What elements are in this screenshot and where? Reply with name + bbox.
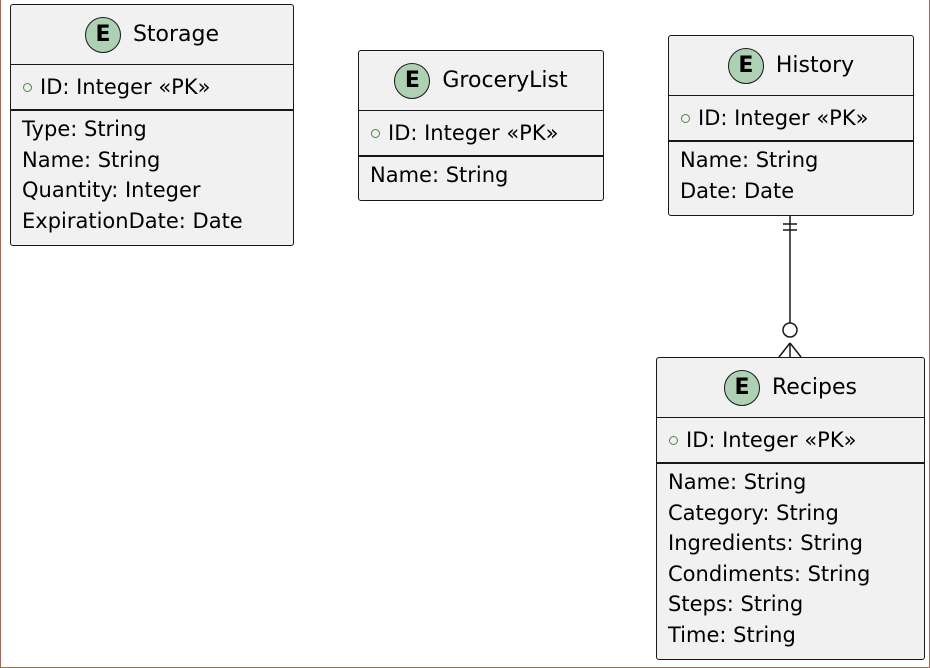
entity-recipes[interactable]: E Recipes ID: Integer «PK» Name: String …: [656, 357, 925, 660]
entity-title: Storage: [132, 22, 220, 47]
attribute: Category: String: [668, 500, 839, 525]
attribute: Time: String: [668, 622, 796, 647]
attribute: Name: String: [22, 147, 161, 172]
attribute-list: Type: String Name: String Quantity: Inte…: [11, 111, 293, 236]
primary-key-label: ID: Integer «PK»: [388, 121, 559, 145]
attribute: Type: String: [22, 117, 147, 141]
attribute-list: Name: String Category: String Ingredient…: [657, 464, 924, 650]
entity-header: E Storage: [11, 5, 293, 65]
zero-cardinality-circle: [782, 322, 798, 338]
attribute: Name: String: [370, 163, 509, 187]
attribute: Quantity: Integer: [22, 178, 201, 202]
entity-title: History: [775, 53, 855, 78]
entity-history[interactable]: E History ID: Integer «PK» Name: String …: [668, 35, 914, 216]
attribute: Name: String: [668, 470, 807, 494]
entity-grocerylist[interactable]: E GroceryList ID: Integer «PK» Name: Str…: [358, 50, 604, 201]
entity-title: GroceryList: [442, 68, 568, 93]
primary-key-row: ID: Integer «PK»: [657, 418, 924, 464]
primary-key-row: ID: Integer «PK»: [11, 65, 293, 111]
primary-key-marker-icon: [371, 128, 380, 138]
entity-badge-icon: E: [723, 369, 760, 406]
primary-key-marker-icon: [23, 82, 32, 92]
attribute: Steps: String: [668, 592, 804, 616]
attribute: Ingredients: String: [668, 531, 863, 555]
crowfoot-right: [789, 342, 802, 358]
primary-key-row: ID: Integer «PK»: [669, 96, 913, 142]
entity-header: E GroceryList: [359, 51, 603, 111]
crowfoot-left: [778, 342, 791, 358]
attribute-list: Name: String: [359, 157, 603, 191]
primary-key-label: ID: Integer «PK»: [686, 428, 857, 452]
attribute: Name: String: [680, 148, 819, 172]
history-recipes-relationship: [778, 215, 802, 358]
attribute-list: Name: String Date: Date: [669, 142, 913, 206]
entity-header: E History: [669, 36, 913, 96]
attribute: Date: Date: [680, 178, 795, 203]
entity-badge-icon: E: [394, 62, 431, 99]
primary-key-label: ID: Integer «PK»: [40, 75, 211, 99]
entity-storage[interactable]: E Storage ID: Integer «PK» Type: String …: [10, 4, 294, 246]
primary-key-marker-icon: [681, 113, 690, 123]
entity-badge-icon: E: [727, 47, 764, 84]
entity-badge-icon: E: [84, 16, 121, 53]
attribute: Condiments: String: [668, 561, 871, 586]
primary-key-label: ID: Integer «PK»: [698, 106, 869, 130]
primary-key-row: ID: Integer «PK»: [359, 111, 603, 157]
entity-title: Recipes: [771, 375, 857, 400]
entity-header: E Recipes: [657, 358, 924, 418]
attribute: ExpirationDate: Date: [22, 208, 243, 233]
primary-key-marker-icon: [669, 435, 678, 445]
